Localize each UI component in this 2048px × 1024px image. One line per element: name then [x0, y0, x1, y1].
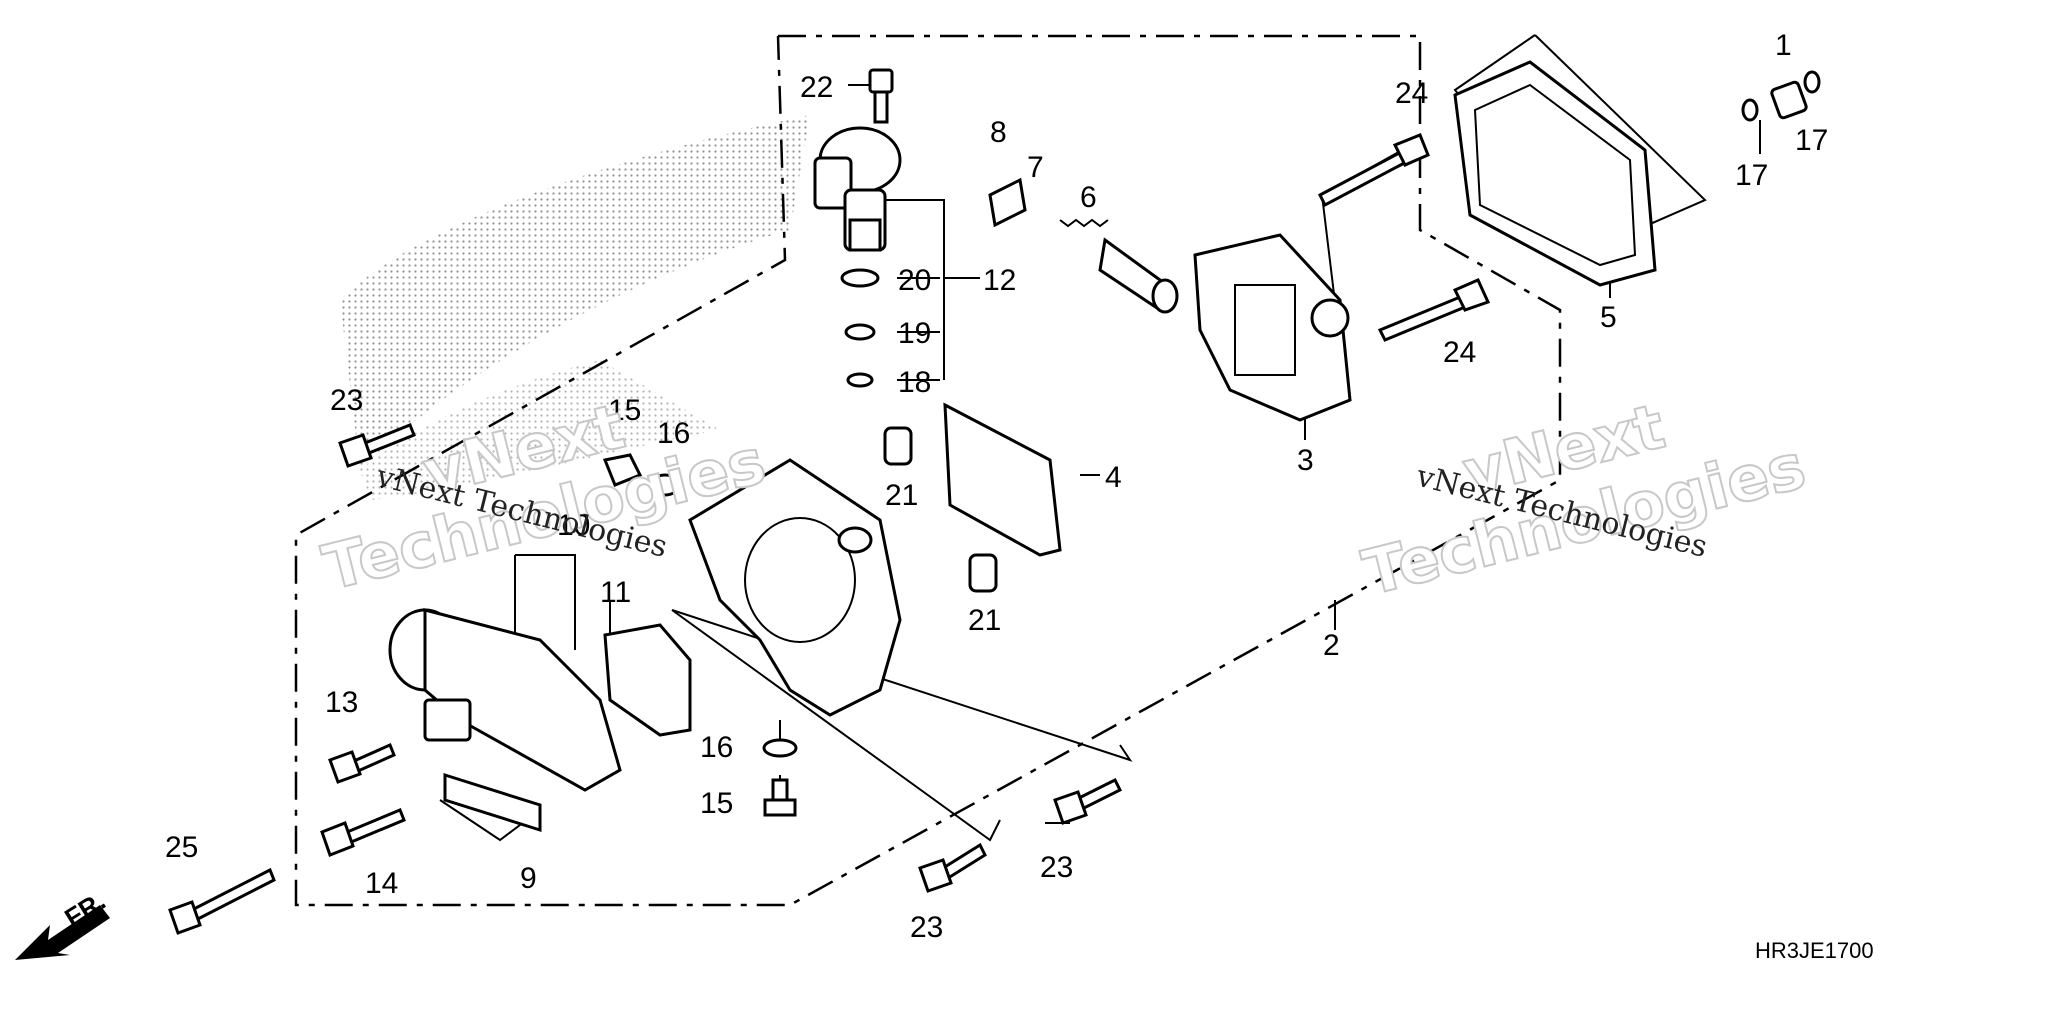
linear-solenoid-10 [388, 608, 622, 792]
callout-10: 10 [557, 509, 590, 542]
callout-15-upper: 15 [608, 394, 641, 427]
washer-17-left [1741, 98, 1759, 122]
callout-17-left: 17 [1735, 159, 1768, 192]
callout-18: 18 [898, 366, 931, 399]
bolt-13 [328, 742, 396, 784]
callout-23-upper-left: 23 [330, 384, 363, 417]
callout-4: 4 [1105, 461, 1122, 494]
callout-16-upper: 16 [657, 417, 690, 450]
washer-16-upper [649, 473, 681, 497]
callout-13: 13 [325, 686, 358, 719]
bolt-25 [168, 867, 276, 935]
callout-21-upper: 21 [885, 479, 918, 512]
separator-plate-4 [943, 402, 1062, 557]
dowel-pin-21-upper [883, 426, 913, 466]
callout-23-lower-middle: 23 [910, 911, 943, 944]
main-valve-body [688, 458, 902, 717]
callout-labels: 1 2 3 4 5 6 7 8 9 10 11 12 13 14 15 15 1… [165, 29, 1828, 944]
front-indicator: FR. [59, 885, 110, 933]
gasket-5 [1453, 60, 1657, 287]
dowel-pin-21-lower [968, 553, 998, 593]
washer-17-right [1803, 70, 1821, 94]
callout-11: 11 [600, 576, 631, 609]
bolt-24-lower [1377, 278, 1491, 342]
bolt-14 [320, 808, 406, 857]
callout-15-lower: 15 [700, 787, 733, 820]
valve-body-3 [1193, 233, 1352, 422]
callout-24-upper: 24 [1395, 77, 1428, 110]
callout-12: 12 [983, 264, 1016, 297]
bolt-23-lower-middle [918, 842, 987, 893]
bracket-9 [443, 772, 542, 833]
callout-7: 7 [1027, 151, 1044, 184]
callout-3: 3 [1297, 444, 1314, 477]
o-rings [840, 268, 880, 388]
callout-23-lower-right: 23 [1040, 851, 1073, 884]
stipple-shading [340, 115, 810, 500]
assembly-boundary [294, 34, 1562, 907]
diagram-code: HR3JE1700 [1755, 938, 1874, 963]
callout-16-lower: 16 [700, 731, 733, 764]
callout-9: 9 [520, 862, 537, 895]
callout-17-right: 17 [1795, 124, 1828, 157]
callout-21-lower: 21 [968, 604, 1001, 637]
callout-8: 8 [990, 116, 1007, 149]
bolt-23-upper-left [338, 423, 416, 468]
callout-20: 20 [898, 264, 931, 297]
callout-1: 1 [1775, 29, 1792, 62]
watermark-right: vNext Technologies vNext Technologies [1355, 388, 1813, 610]
callout-2: 2 [1323, 629, 1340, 662]
front-arrow-icon: FR. [15, 885, 111, 960]
bolt-24-upper [1318, 133, 1430, 208]
callout-22: 22 [800, 71, 833, 104]
callout-19: 19 [898, 317, 931, 350]
spring-7 [1059, 218, 1109, 228]
gasket-11 [603, 623, 692, 737]
plate-8 [988, 177, 1027, 228]
bolt-23-lower-right [1053, 777, 1123, 825]
bolt-15-upper [602, 453, 643, 487]
callout-14: 14 [365, 867, 398, 900]
bolt-22 [868, 68, 894, 124]
bolt-15-lower [763, 778, 797, 817]
callout-24-lower: 24 [1443, 336, 1476, 369]
plug-1 [1770, 80, 1808, 120]
washer-16-lower [762, 738, 798, 758]
callout-25: 25 [165, 831, 198, 864]
callout-6: 6 [1080, 181, 1097, 214]
callout-5: 5 [1600, 301, 1617, 334]
spool-valve-6 [1098, 237, 1179, 314]
solenoid-valve-12 [813, 126, 902, 252]
